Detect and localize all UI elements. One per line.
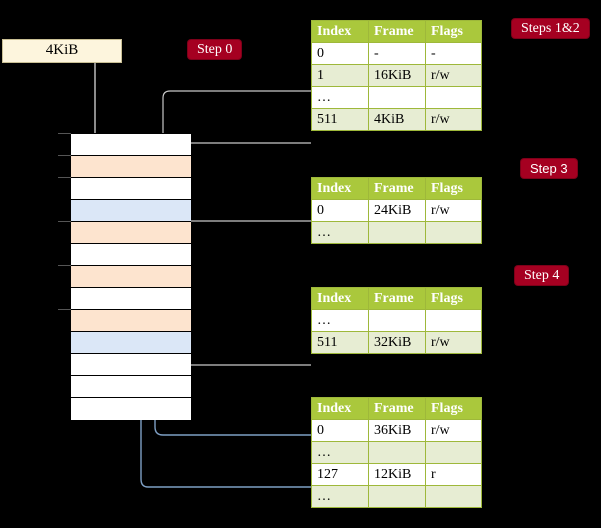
memory-frame-row bbox=[71, 354, 191, 376]
memory-frame-row bbox=[71, 310, 191, 332]
cell-index: … bbox=[311, 485, 369, 508]
badge-steps-1-2: Steps 1&2 bbox=[512, 19, 589, 38]
column-header-index: Index bbox=[311, 177, 369, 200]
cell-flags: r/w bbox=[425, 419, 482, 442]
cell-index: 511 bbox=[311, 108, 369, 131]
badge-step-4: Step 4 bbox=[515, 266, 569, 285]
memory-frame-row bbox=[71, 200, 191, 222]
cell-flags: r/w bbox=[425, 64, 482, 87]
cell-index: … bbox=[311, 221, 369, 244]
cell-index: 1 bbox=[311, 64, 369, 87]
cell-index: 0 bbox=[311, 199, 369, 222]
column-header-flags: Flags bbox=[425, 20, 482, 43]
cell-frame bbox=[368, 441, 426, 464]
table-row: 511 4KiB r/w bbox=[311, 108, 482, 131]
highlighted-value: r/w bbox=[431, 111, 450, 127]
highlighted-value: 511 bbox=[317, 111, 338, 127]
cell-flags bbox=[425, 485, 482, 508]
cell-index: 0 bbox=[311, 42, 369, 65]
memory-frame-row bbox=[71, 398, 191, 420]
cell-frame bbox=[368, 485, 426, 508]
column-header-frame: Frame bbox=[368, 287, 426, 310]
column-header-index: Index bbox=[311, 20, 369, 43]
table-row: … bbox=[311, 441, 482, 464]
cell-frame bbox=[368, 86, 426, 109]
memory-frame-row bbox=[71, 266, 191, 288]
memory-frame-row bbox=[71, 288, 191, 310]
physical-memory-column bbox=[70, 133, 191, 420]
frame-tick-mark bbox=[58, 221, 71, 222]
memory-frame-row bbox=[71, 178, 191, 200]
memory-frame-row bbox=[71, 222, 191, 244]
cell-frame: 24KiB bbox=[368, 199, 426, 222]
column-header-flags: Flags bbox=[425, 397, 482, 420]
column-header-index: Index bbox=[311, 287, 369, 310]
memory-frame-row bbox=[71, 156, 191, 178]
highlighted-value: 4KiB bbox=[374, 111, 405, 127]
cell-flags bbox=[425, 221, 482, 244]
column-header-flags: Flags bbox=[425, 177, 482, 200]
cell-index: … bbox=[311, 441, 369, 464]
column-header-frame: Frame bbox=[368, 20, 426, 43]
cell-frame: - bbox=[368, 42, 426, 65]
cell-frame: 4KiB bbox=[368, 108, 426, 131]
cell-frame bbox=[368, 221, 426, 244]
column-header-index: Index bbox=[311, 397, 369, 420]
cell-frame: 32KiB bbox=[368, 331, 426, 354]
column-header-frame: Frame bbox=[368, 397, 426, 420]
cell-flags bbox=[425, 86, 482, 109]
badge-step-0: Step 0 bbox=[188, 40, 242, 59]
cell-frame bbox=[368, 309, 426, 332]
column-header-frame: Frame bbox=[368, 177, 426, 200]
memory-frame-row bbox=[71, 134, 191, 156]
cell-flags: r/w bbox=[425, 331, 482, 354]
table-row: … bbox=[311, 221, 482, 244]
cell-flags: - bbox=[425, 42, 482, 65]
table-row: … bbox=[311, 86, 482, 109]
frame-tick-mark bbox=[58, 309, 71, 310]
cell-frame: 12KiB bbox=[368, 463, 426, 486]
cell-frame: 36KiB bbox=[368, 419, 426, 442]
cell-flags: r bbox=[425, 463, 482, 486]
memory-frame-row bbox=[71, 332, 191, 354]
cell-index: … bbox=[311, 86, 369, 109]
cell-flags: r/w bbox=[425, 199, 482, 222]
cell-flags bbox=[425, 441, 482, 464]
cell-index: 511 bbox=[311, 331, 369, 354]
cell-index: … bbox=[311, 309, 369, 332]
frame-tick-mark bbox=[58, 155, 71, 156]
table-row: … bbox=[311, 485, 482, 508]
badge-step-3: Step 3 bbox=[521, 159, 577, 178]
frame-tick-mark bbox=[58, 177, 71, 178]
virtual-page-box: 4KiB bbox=[2, 39, 122, 63]
frame-tick-mark bbox=[58, 133, 71, 134]
column-header-flags: Flags bbox=[425, 287, 482, 310]
cell-flags bbox=[425, 309, 482, 332]
cell-index: 127 bbox=[311, 463, 369, 486]
frame-tick-mark bbox=[58, 265, 71, 266]
cell-frame: 16KiB bbox=[368, 64, 426, 87]
cell-index: 0 bbox=[311, 419, 369, 442]
table-row: … bbox=[311, 309, 482, 332]
cell-flags: r/w bbox=[425, 108, 482, 131]
table-row: 0-- bbox=[311, 42, 482, 65]
memory-frame-row bbox=[71, 376, 191, 398]
memory-frame-row bbox=[71, 244, 191, 266]
